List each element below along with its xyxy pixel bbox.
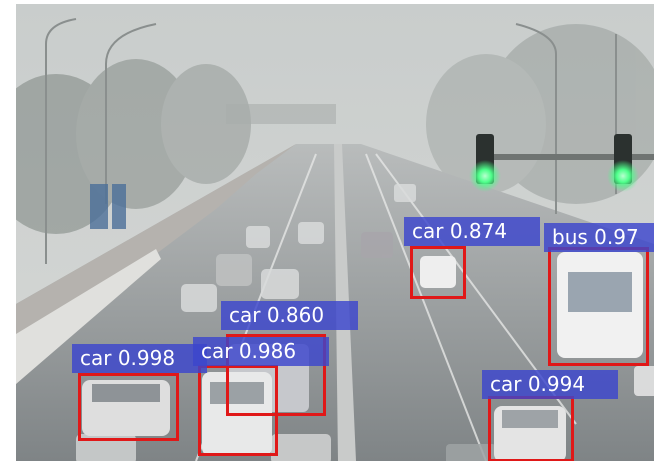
guard-rail [16, 249, 161, 384]
detection-label: bus 0.97 [544, 223, 654, 252]
detection-label: car 0.998 [72, 344, 207, 373]
detection-label: car 0.860 [221, 301, 358, 330]
detection-box [410, 246, 466, 299]
detection-box [78, 373, 179, 441]
detection-box [488, 396, 574, 461]
detection-image: car 0.874 bus 0.97 car 0.860 car 0.998 c… [16, 4, 654, 461]
detection-box [548, 247, 649, 366]
detection-label: car 0.874 [404, 217, 540, 246]
detection-box [198, 365, 278, 456]
detection-label: car 0.994 [482, 370, 618, 399]
detection-label: car 0.986 [193, 337, 329, 366]
car-shape [420, 256, 456, 288]
